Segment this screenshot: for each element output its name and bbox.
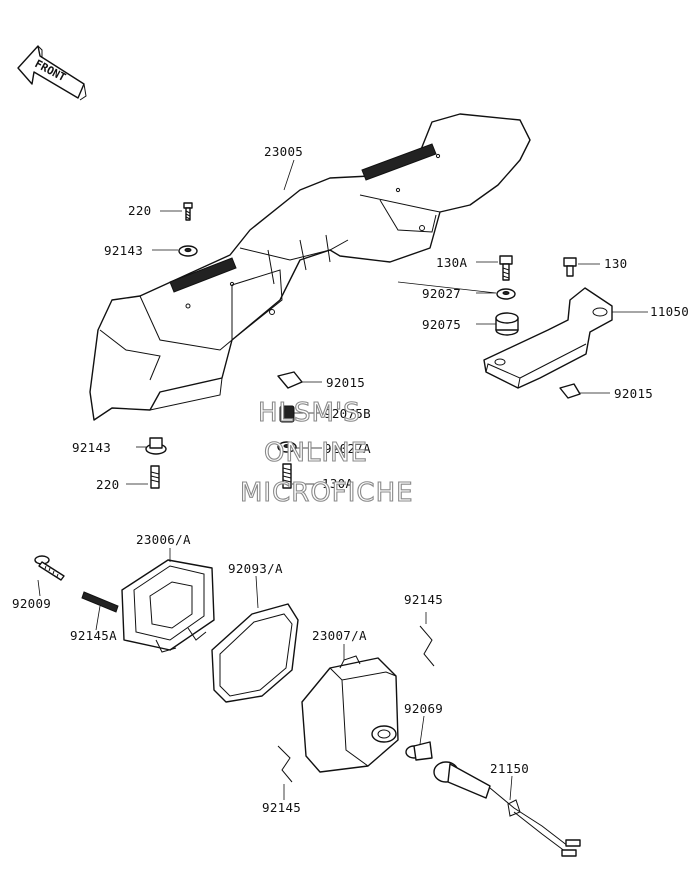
label-11050: 11050 <box>650 304 689 319</box>
watermark-line-2: ONLINE <box>264 438 368 468</box>
seal-92093A <box>211 603 299 703</box>
grommet-92143-bottom <box>145 437 167 455</box>
label-220-top: 220 <box>128 203 151 218</box>
bulb-92069 <box>405 741 433 761</box>
label-92075B: 92075B <box>324 406 371 421</box>
label-92075: 92075 <box>422 317 461 332</box>
label-130A-right: 130A <box>436 255 467 270</box>
label-23006A: 23006/A <box>136 532 191 547</box>
clip-92145-top <box>419 625 435 667</box>
label-92145-bottom: 92145 <box>262 800 301 815</box>
bolt-130 <box>563 257 577 277</box>
bolt-130A-mid <box>282 463 292 489</box>
headlight-rim-23006A <box>121 559 215 653</box>
headlight-bracket-23005 <box>89 113 531 421</box>
bolt-130A-right <box>499 255 513 281</box>
damper-92075B <box>279 405 295 423</box>
label-92027A: 92027A <box>324 441 371 456</box>
nut-92015-right <box>559 383 581 399</box>
washer-92027 <box>496 288 516 300</box>
label-130A-mid: 130A <box>322 476 353 491</box>
label-92015-mid: 92015 <box>326 375 365 390</box>
watermark-line-1: HLSM'S <box>258 398 361 428</box>
label-92143-bottom: 92143 <box>72 440 111 455</box>
stay-bracket-11050 <box>483 287 613 389</box>
nut-92015-mid <box>277 371 303 389</box>
leader-lines <box>37 159 648 801</box>
screw-220-top <box>183 202 193 221</box>
label-92009: 92009 <box>12 596 51 611</box>
label-23007A: 23007/A <box>312 628 367 643</box>
label-130: 130 <box>604 256 627 271</box>
washer-92027A <box>277 441 297 453</box>
socket-21150 <box>433 761 581 857</box>
damper-92075 <box>495 312 519 336</box>
label-220-bottom: 220 <box>96 477 119 492</box>
label-92145A: 92145A <box>70 628 117 643</box>
watermark-line-3: MICROFICHE <box>240 478 414 508</box>
screw-92009 <box>34 555 65 581</box>
label-92015-right: 92015 <box>614 386 653 401</box>
headlight-unit-23007A <box>301 655 399 773</box>
label-92093A: 92093/A <box>228 561 283 576</box>
clip-92145-bottom <box>277 745 293 783</box>
spring-92145A <box>81 591 119 613</box>
label-92145-top: 92145 <box>404 592 443 607</box>
label-92143-top: 92143 <box>104 243 143 258</box>
front-arrow-icon: FRONT <box>17 45 87 101</box>
watermark: HLSM'S ONLINE MICROFICHE <box>239 397 414 508</box>
label-23005: 23005 <box>264 144 303 159</box>
label-21150: 21150 <box>490 761 529 776</box>
screw-220-bottom <box>150 465 160 489</box>
grommet-92143-top <box>178 245 198 257</box>
label-92069: 92069 <box>404 701 443 716</box>
label-92027: 92027 <box>422 286 461 301</box>
